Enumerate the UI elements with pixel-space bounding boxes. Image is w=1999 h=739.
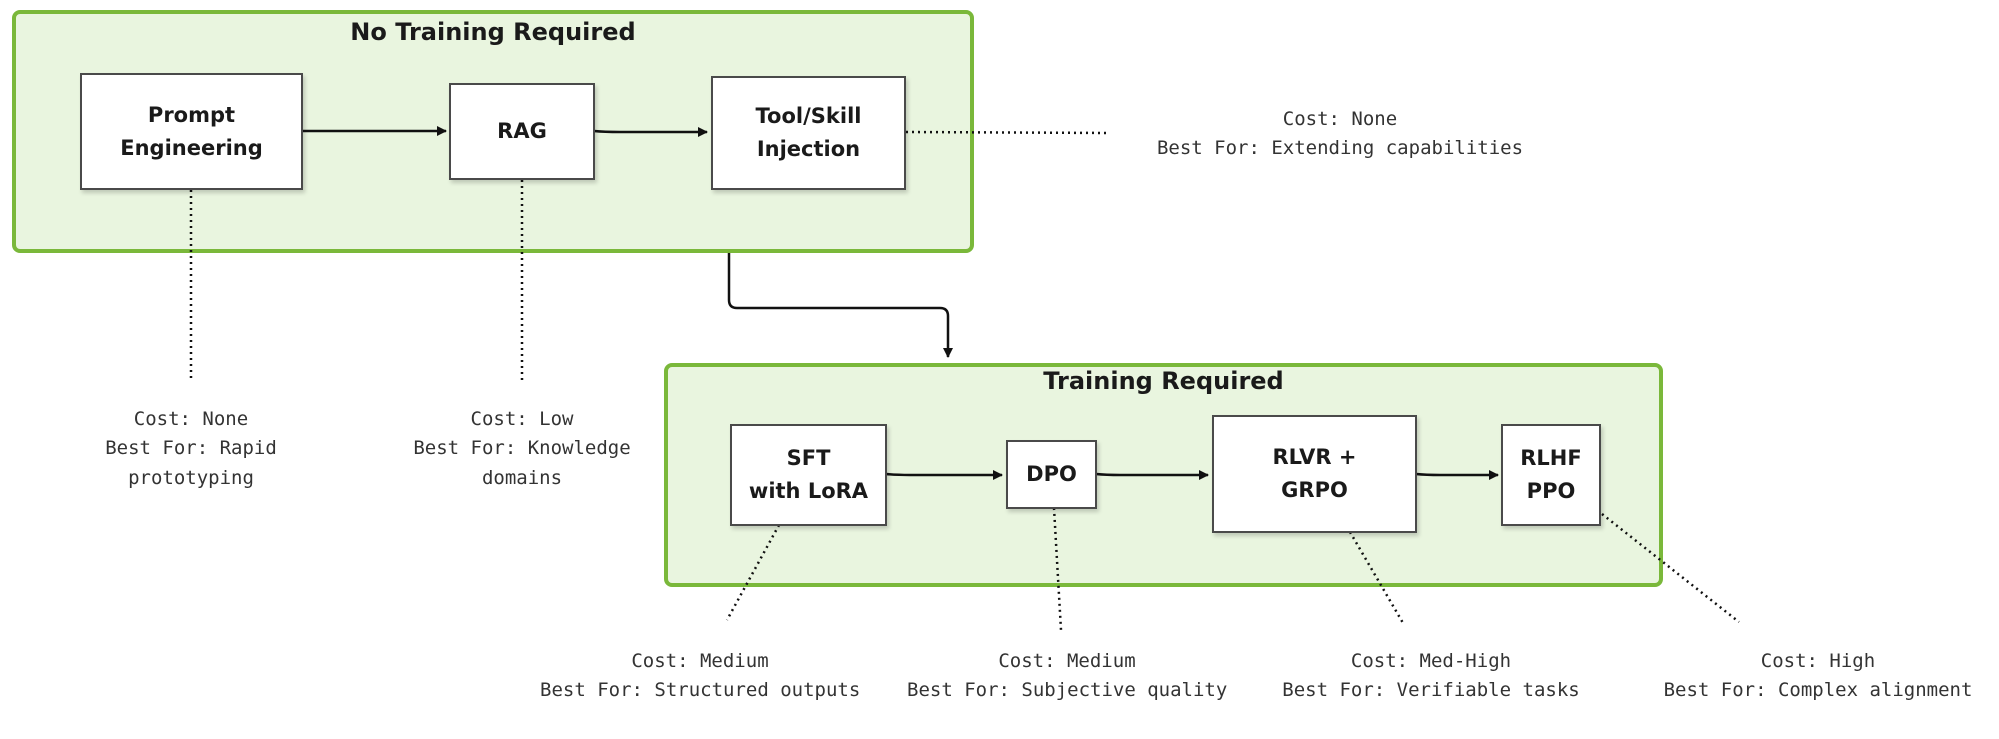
note-link-sft xyxy=(725,524,781,621)
note-cost: Cost: Medium xyxy=(998,650,1136,672)
note-cost: Cost: Low xyxy=(470,408,574,430)
node-label: RLVR + xyxy=(1272,445,1357,470)
note-cost: Cost: High xyxy=(1760,650,1876,672)
note-link-rlhf xyxy=(1601,513,1740,623)
node-rlhf-ppo: RLHF PPO xyxy=(1501,424,1601,526)
note-link-dpo xyxy=(1052,507,1063,631)
note-dpo: Cost: Medium Best For: Subjective qualit… xyxy=(907,647,1227,706)
node-label: DPO xyxy=(1026,462,1077,487)
note-rlvr: Cost: Med-High Best For: Verifiable task… xyxy=(1281,647,1581,706)
node-rlvr-grpo: RLVR + GRPO xyxy=(1212,415,1417,533)
note-cost: Cost: None xyxy=(133,408,249,430)
note-cost: Cost: Med-High xyxy=(1350,650,1512,672)
note-best-for-cont: domains xyxy=(481,466,563,489)
node-label: RLHF xyxy=(1520,446,1582,471)
node-rag: RAG xyxy=(449,83,595,180)
note-cost: Cost: None xyxy=(1282,108,1398,130)
edge-rag-to-tool xyxy=(593,127,708,137)
group-title-training: Training Required xyxy=(1043,367,1284,395)
note-rlhf: Cost: High Best For: Complex alignment xyxy=(1663,647,1973,706)
edge-dpo-to-rlvr xyxy=(1095,470,1209,480)
group-title-no-training: No Training Required xyxy=(350,18,636,46)
node-label: PPO xyxy=(1526,479,1576,503)
node-label: Injection xyxy=(756,137,861,161)
note-best-for: Best For: Extending capabilities xyxy=(1156,137,1524,160)
note-best-for: Best For: Knowledge xyxy=(413,437,631,460)
edge-rlvr-to-rlhf xyxy=(1415,470,1499,480)
edge-sft-to-dpo xyxy=(885,470,1003,480)
note-best-for: Best For: Rapid xyxy=(105,437,277,460)
note-best-for: Best For: Complex alignment xyxy=(1663,679,1973,702)
note-prompt-engineering: Cost: None Best For: Rapid prototyping xyxy=(91,405,291,493)
node-label: GRPO xyxy=(1281,478,1348,502)
note-link-tool xyxy=(905,130,1111,135)
node-prompt-engineering: Prompt Engineering xyxy=(80,73,303,190)
node-label: with LoRA xyxy=(748,479,869,503)
note-cost: Cost: Medium xyxy=(631,650,769,672)
node-tool-skill-injection: Tool/Skill Injection xyxy=(711,76,906,190)
note-best-for: Best For: Structured outputs xyxy=(540,679,861,702)
node-sft-with-lora: SFT with LoRA xyxy=(730,424,887,526)
node-dpo: DPO xyxy=(1006,440,1097,509)
note-tool-skill-injection: Cost: None Best For: Extending capabilit… xyxy=(1150,105,1530,164)
note-sft: Cost: Medium Best For: Structured output… xyxy=(540,647,860,706)
note-rag: Cost: Low Best For: Knowledge domains xyxy=(412,405,632,493)
node-label: SFT xyxy=(786,446,831,471)
node-label: Engineering xyxy=(120,135,263,160)
note-best-for-cont: prototyping xyxy=(128,466,254,489)
node-label: Prompt xyxy=(147,102,236,127)
note-best-for: Best For: Subjective quality xyxy=(907,679,1228,702)
node-label: Tool/Skill xyxy=(755,104,862,129)
node-label: RAG xyxy=(497,119,547,144)
note-best-for: Best For: Verifiable tasks xyxy=(1282,679,1580,702)
note-link-rlvr xyxy=(1348,531,1405,624)
edge-group-to-group xyxy=(727,253,953,358)
